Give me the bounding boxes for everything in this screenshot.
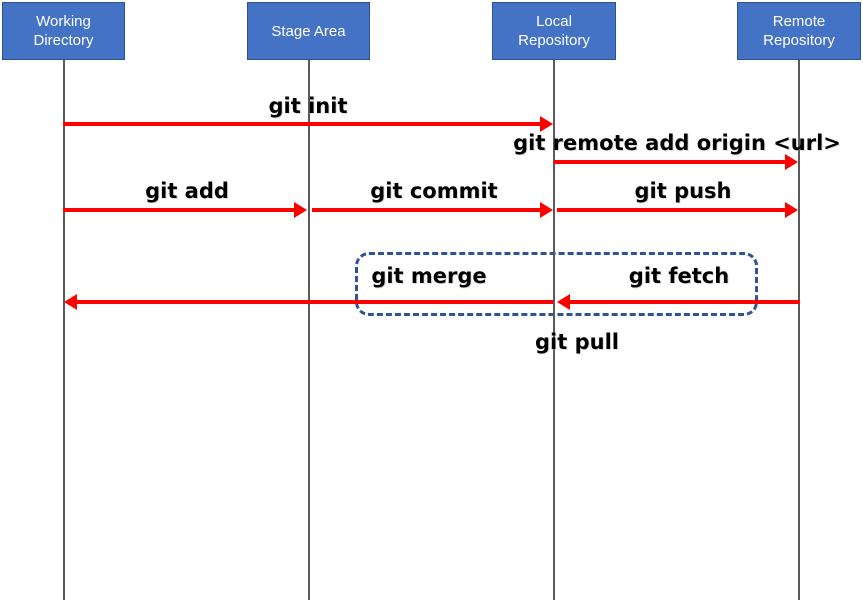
arrowhead-right-icon [540,116,553,132]
header-remote-repository-label: Remote Repository [763,13,835,49]
lifeline-remote-repository [798,60,800,600]
git-merge-label: git merge [371,264,487,288]
arrowhead-right-icon [294,202,307,218]
git-remote-add-origin-arrow [554,154,798,170]
header-working-directory-label: Working Directory [33,13,94,49]
git-commit-arrow [312,202,553,218]
git-merge-arrow [64,294,553,310]
git-init-arrow [63,116,553,132]
lifeline-working-directory [62,60,65,600]
git-push-arrow [557,202,798,218]
arrowhead-left-icon [557,294,570,310]
arrowhead-right-icon [785,154,798,170]
header-remote-repository: Remote Repository [737,2,861,60]
lifeline-stage-area [307,60,310,600]
git-pull-group-box [355,252,758,316]
header-working-directory: Working Directory [2,2,125,60]
git-fetch-label: git fetch [628,264,730,288]
git-pull-label: git pull [535,330,619,354]
lifeline-local-repository [553,60,555,600]
git-add-label: git add [145,179,229,203]
git-init-label: git init [268,94,348,118]
git-remote-add-origin-label: git remote add origin <url> [513,131,841,155]
git-fetch-arrow [557,294,800,310]
git-commit-label: git commit [370,179,498,203]
git-add-arrow [63,202,307,218]
header-stage-area: Stage Area [247,2,370,60]
arrowhead-left-icon [64,294,77,310]
header-local-repository: Local Repository [492,2,616,60]
arrowhead-right-icon [785,202,798,218]
arrowhead-right-icon [540,202,553,218]
header-stage-area-label: Stage Area [271,22,346,40]
git-push-label: git push [634,179,732,203]
header-local-repository-label: Local Repository [518,13,590,49]
